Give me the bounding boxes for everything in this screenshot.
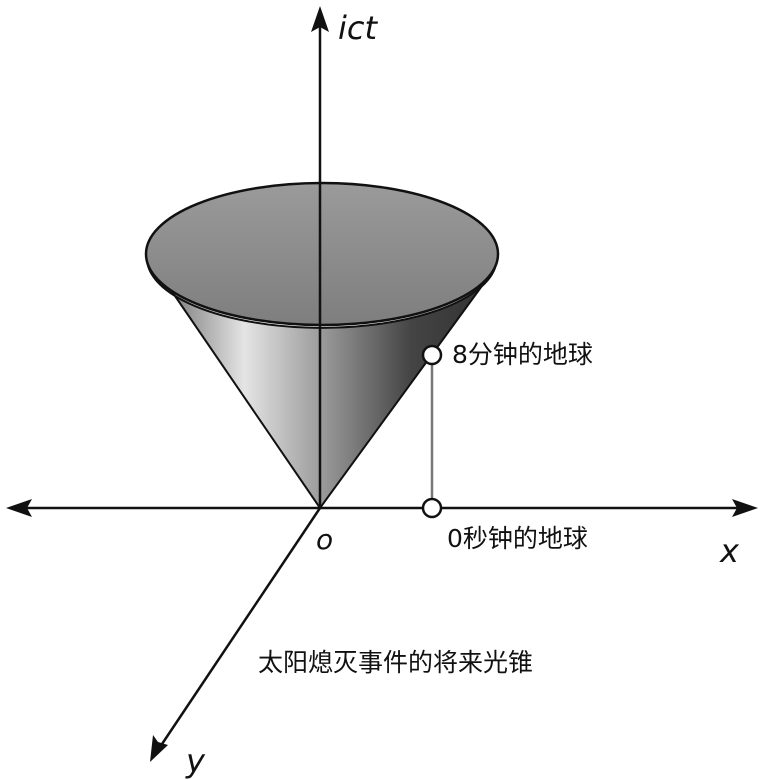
earth-0sec-label: 0秒钟的地球 (447, 524, 588, 553)
origin-label: o (316, 523, 334, 556)
x-axis-label: x (720, 532, 739, 570)
x-axis-right-arrowhead (732, 499, 758, 517)
y-axis-label: y (186, 742, 205, 780)
earth-8min-label: 8分钟的地球 (452, 340, 593, 369)
y-axis-arrowhead (150, 735, 168, 762)
y-axis-line (156, 507, 322, 751)
x-axis-left-arrowhead (6, 499, 32, 517)
earth-8min-marker (421, 344, 443, 366)
light-cone-caption: 太阳熄灭事件的将来光锥 (258, 648, 534, 677)
ict-axis-arrowhead (311, 6, 329, 32)
ict-axis-label: ict (338, 9, 378, 47)
earth-0sec-marker (421, 497, 443, 519)
light-cone-top (144, 181, 500, 327)
